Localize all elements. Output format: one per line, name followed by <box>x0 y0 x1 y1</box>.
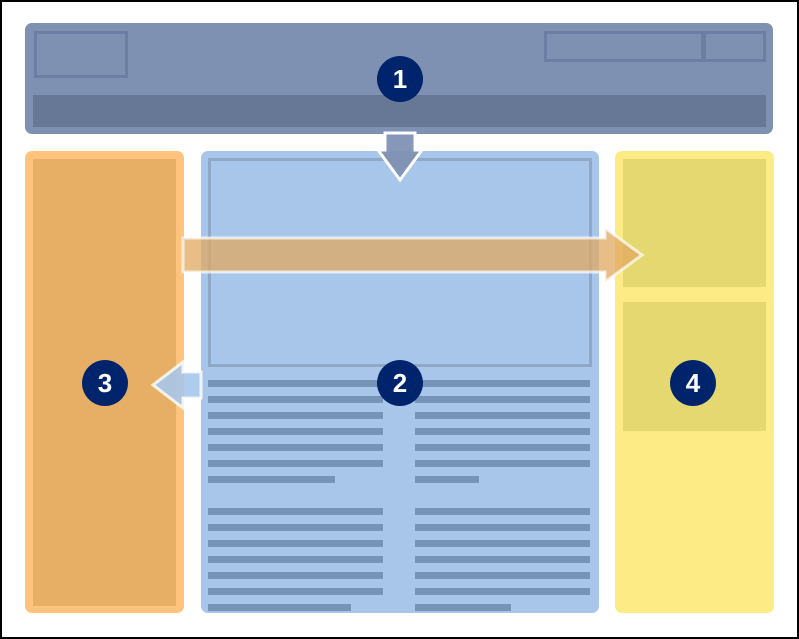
text-line <box>208 556 383 563</box>
text-line <box>415 444 590 451</box>
text-line <box>208 588 383 595</box>
text-line <box>208 396 383 403</box>
text-line <box>415 476 479 483</box>
text-line <box>415 396 590 403</box>
region-badge-1: 1 <box>377 56 423 102</box>
text-line <box>208 476 335 483</box>
text-line <box>415 540 590 547</box>
text-line <box>208 540 383 547</box>
left-arrow <box>150 358 203 412</box>
text-line <box>208 380 383 387</box>
right-widget-1 <box>623 159 766 287</box>
text-line <box>415 460 590 467</box>
text-line <box>415 588 590 595</box>
region-badge-4: 4 <box>670 360 716 406</box>
text-line <box>208 508 383 515</box>
text-line <box>415 572 590 579</box>
right-arrow <box>181 225 645 285</box>
text-line <box>208 604 351 611</box>
text-line <box>208 572 383 579</box>
text-line <box>415 428 590 435</box>
text-line <box>208 428 383 435</box>
region-badge-3: 3 <box>82 360 128 406</box>
text-line <box>208 460 383 467</box>
text-line <box>208 444 383 451</box>
region-badge-2: 2 <box>377 360 423 406</box>
text-line <box>415 556 590 563</box>
header-button-box <box>703 31 766 62</box>
text-line <box>415 524 590 531</box>
text-line <box>415 412 590 419</box>
down-arrow <box>375 131 425 183</box>
text-line <box>415 508 590 515</box>
text-line <box>208 524 383 531</box>
text-line <box>415 604 511 611</box>
header-logo-box <box>34 31 128 78</box>
text-line <box>208 412 383 419</box>
text-line <box>415 380 590 387</box>
header-search-box <box>544 31 704 62</box>
